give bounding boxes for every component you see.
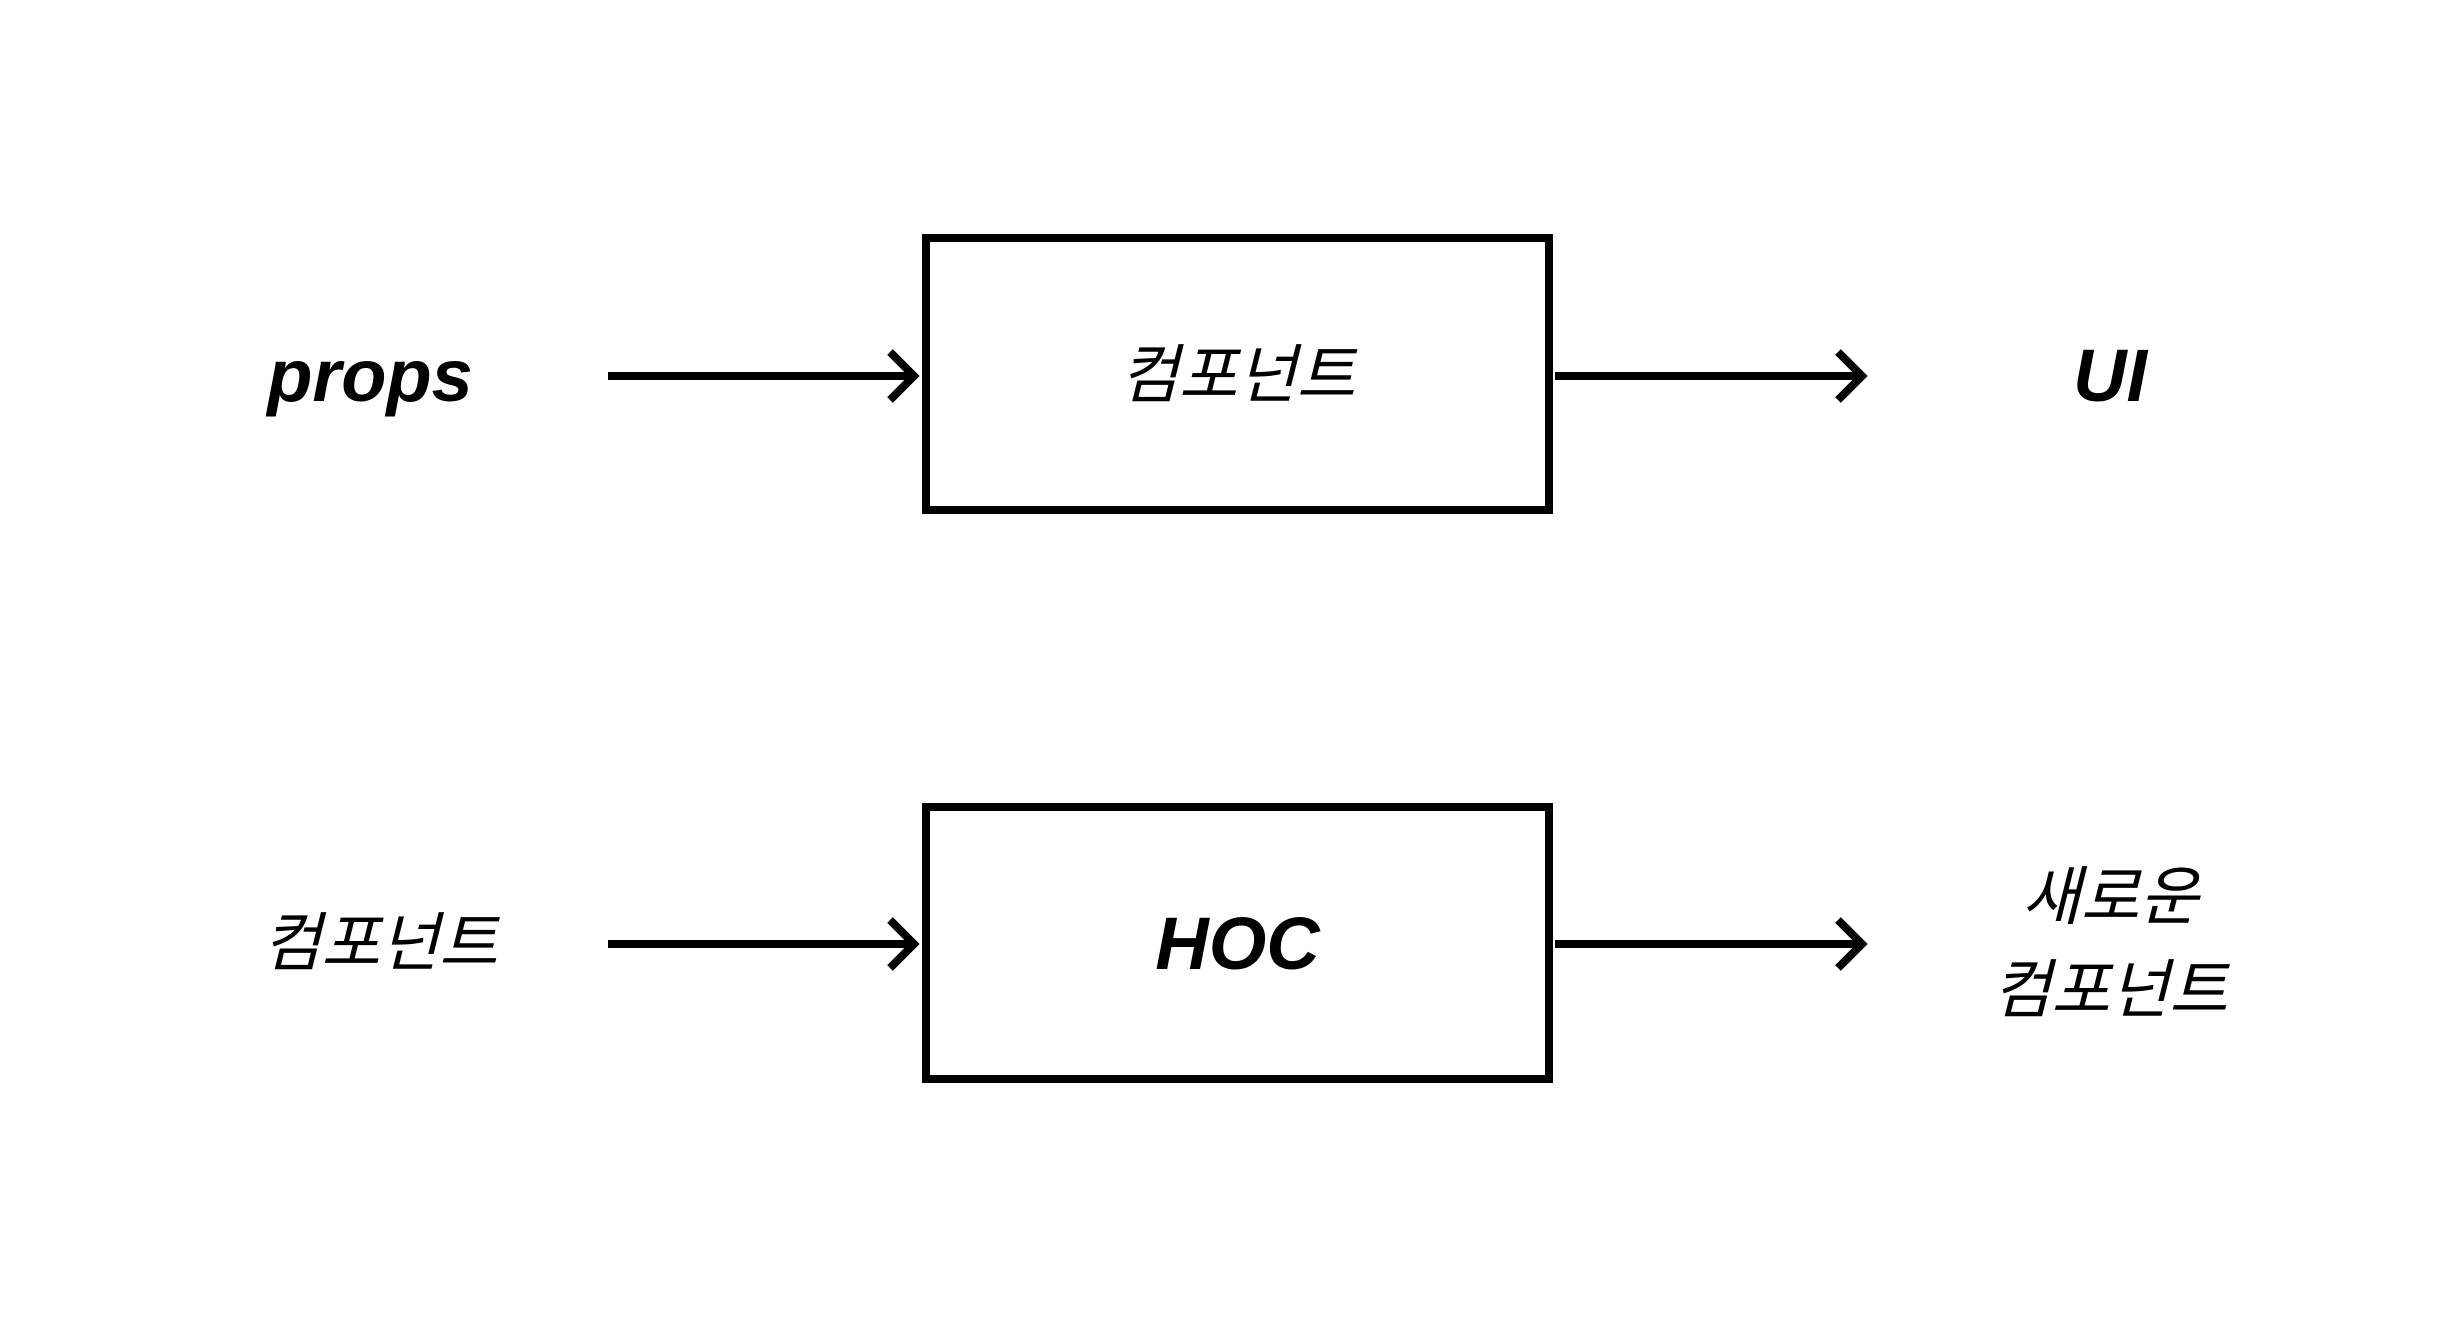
new-component-label-line2: 컴포넌트 (1992, 954, 2228, 1028)
hoc-box (922, 803, 1553, 1083)
hoc-box-label: HOC (1155, 901, 1320, 985)
component-input-label: 컴포넌트 (262, 906, 498, 981)
component-to-hoc-arrow (608, 917, 920, 971)
new-component-label-line1: 새로운 (2021, 861, 2199, 936)
props-label: props (267, 333, 473, 417)
component-to-ui-arrow (1555, 349, 1868, 403)
ui-label: UI (2073, 333, 2147, 417)
props-to-component-arrow (608, 349, 920, 403)
component-box (922, 234, 1553, 514)
component-box-label: 컴포넌트 (1119, 338, 1356, 413)
new-component-label: 새로운 컴포넌트 (1920, 820, 2300, 1070)
hoc-to-new-component-arrow (1555, 917, 1868, 971)
